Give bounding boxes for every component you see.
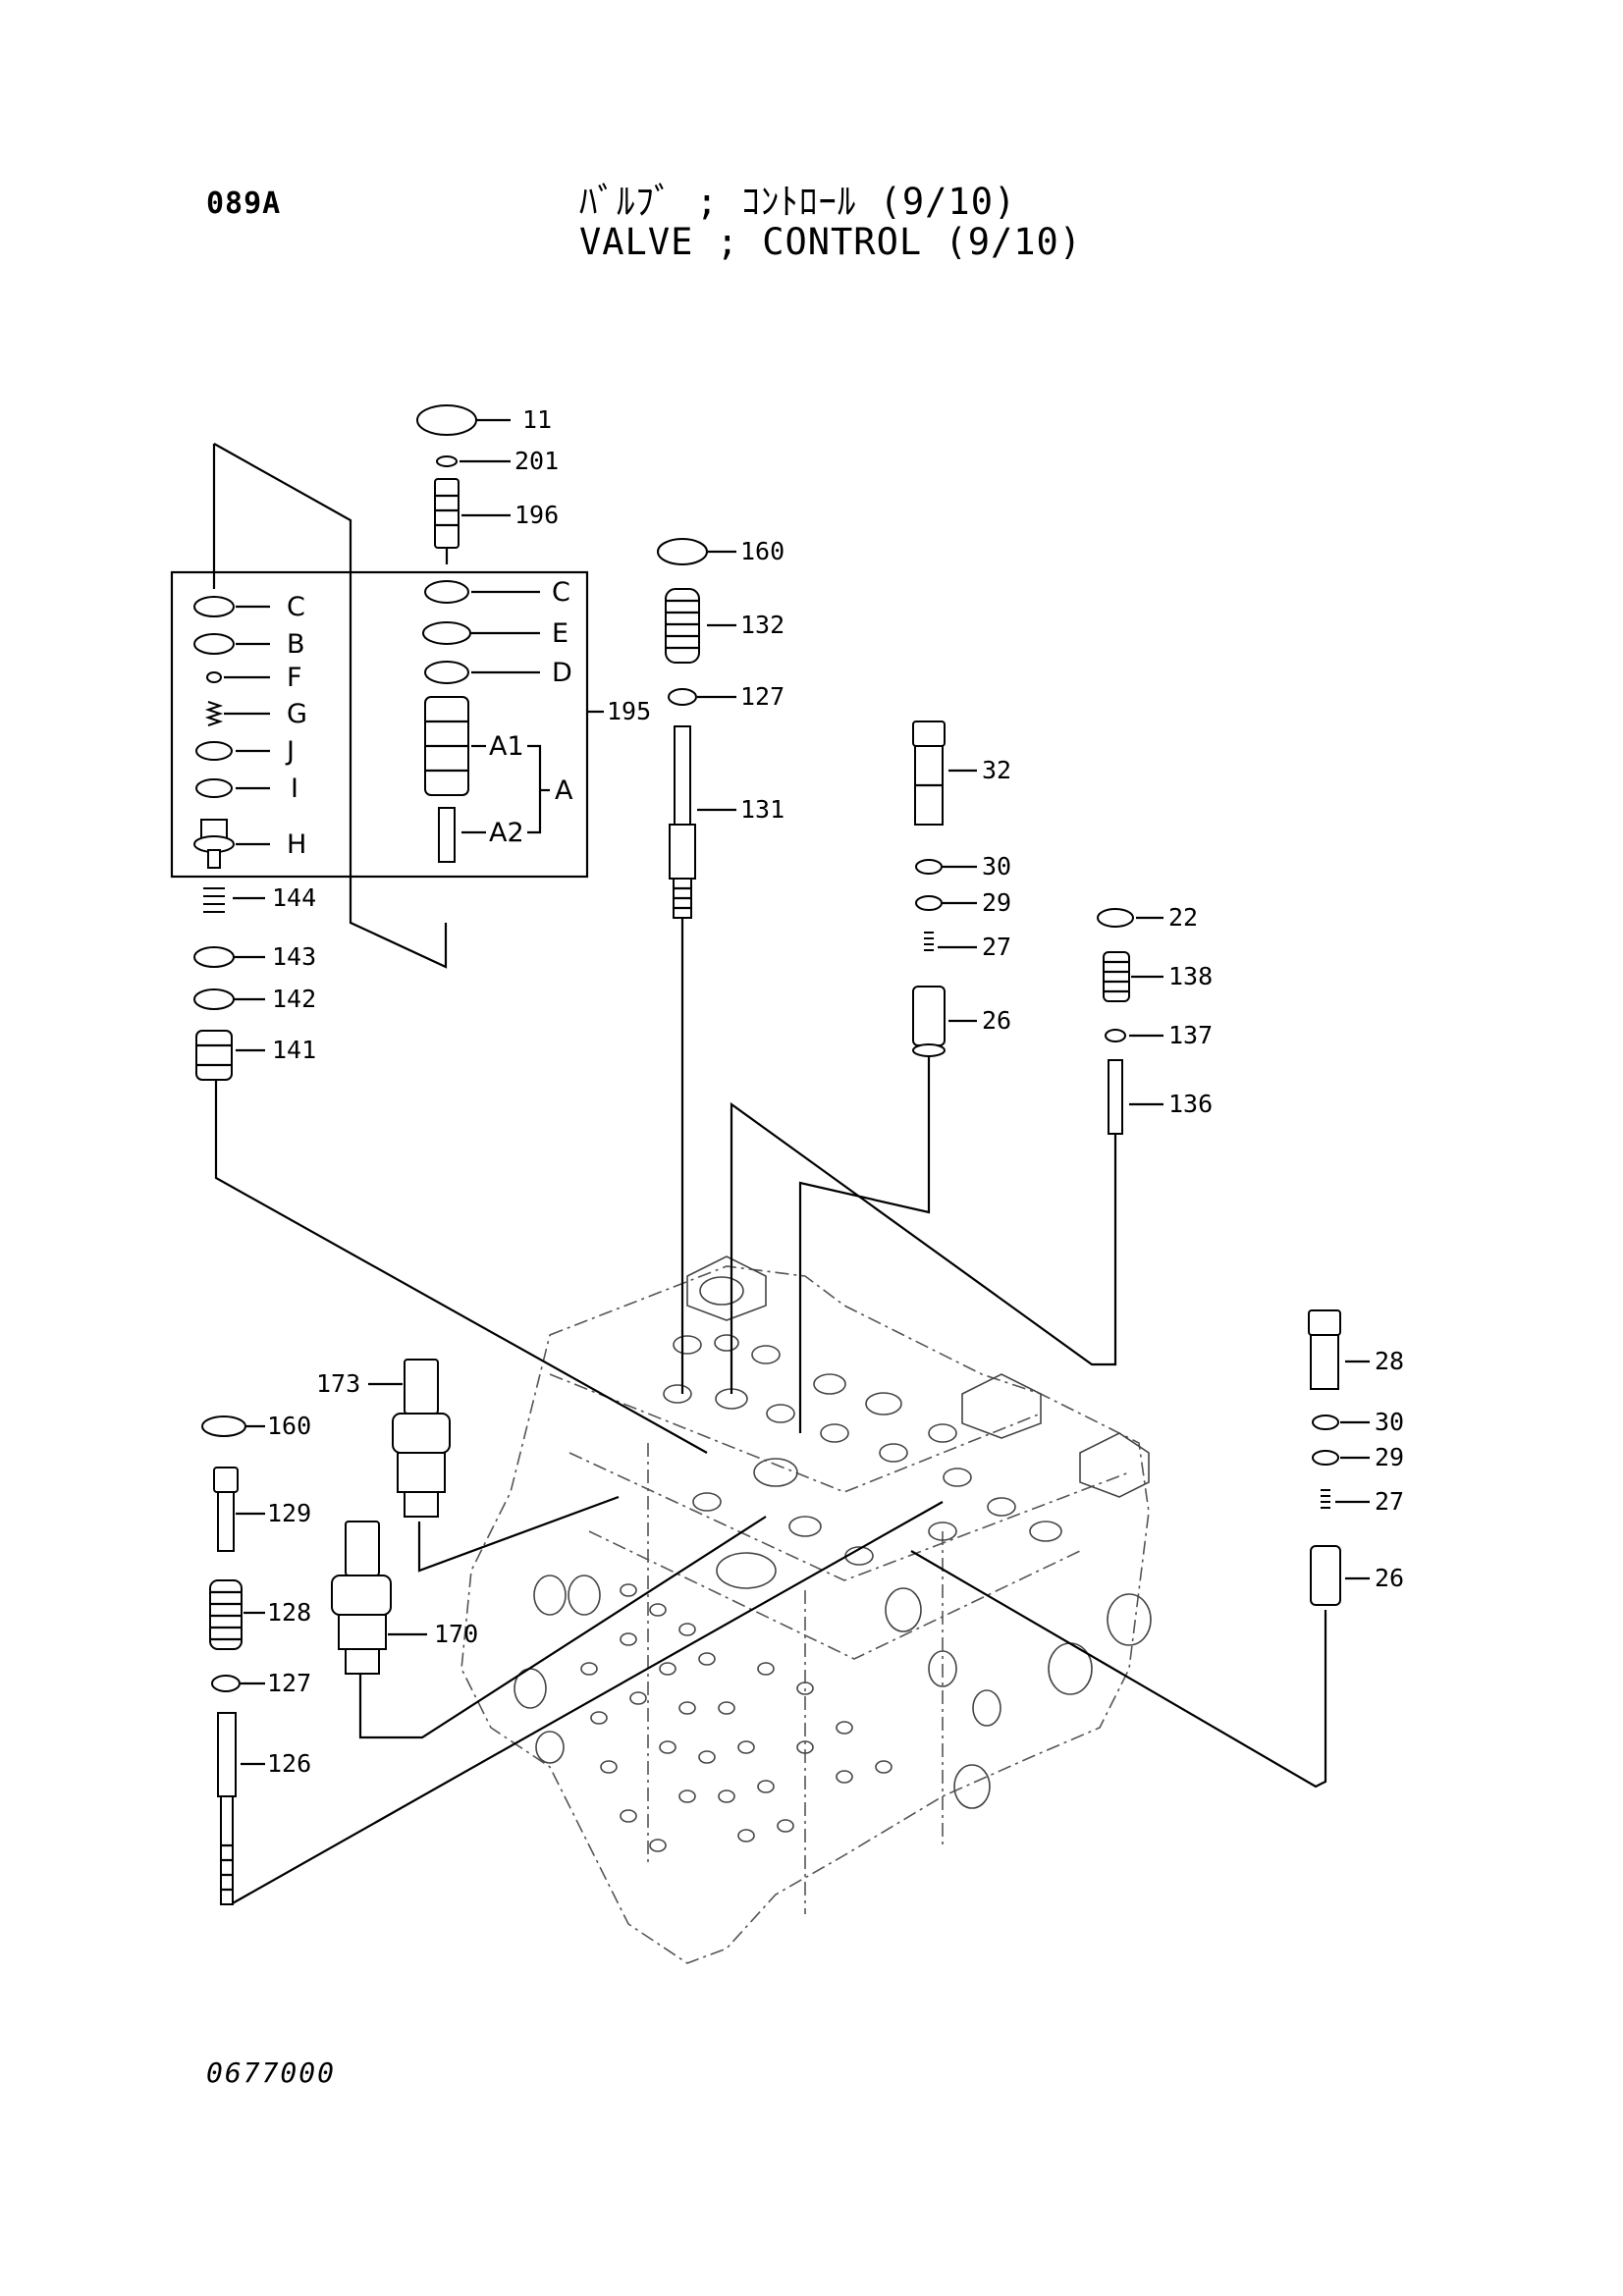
callout-28: 28	[1375, 1347, 1404, 1375]
callout-160-bottom: 160	[267, 1412, 311, 1440]
letter-b: B	[287, 629, 305, 660]
letter-h: H	[287, 829, 306, 860]
callout-30-right: 30	[1375, 1408, 1404, 1436]
letter-c-left: C	[287, 592, 305, 622]
callout-143: 143	[272, 942, 316, 971]
callout-129: 129	[267, 1499, 311, 1527]
drawing-number: 0677000	[206, 2056, 337, 2089]
callout-labels: 11 201 196 195 160 132 127 131 32 30 29 …	[267, 405, 1404, 1778]
callout-196: 196	[514, 501, 559, 529]
letter-g: G	[287, 699, 307, 729]
callout-26-right: 26	[1375, 1564, 1404, 1592]
valve-body	[460, 1255, 1152, 1964]
callout-27-right: 27	[1375, 1487, 1404, 1516]
callout-170: 170	[434, 1620, 478, 1648]
letter-j: J	[285, 736, 295, 767]
title-english: VALVE ; CONTROL (9/10)	[579, 221, 1083, 263]
callout-127-bottom: 127	[267, 1669, 311, 1697]
callout-160-top: 160	[740, 537, 784, 565]
callout-144: 144	[272, 883, 316, 912]
letter-c-right: C	[552, 577, 570, 608]
callout-201: 201	[514, 447, 559, 475]
callout-29-right: 29	[1375, 1443, 1404, 1471]
callout-29-mid: 29	[982, 888, 1011, 917]
kit-letter-labels: C B F G J I H C E D A1 A2 A	[285, 577, 573, 860]
callout-11: 11	[522, 405, 552, 434]
callout-141: 141	[272, 1036, 316, 1064]
callout-30-mid: 30	[982, 852, 1011, 881]
callout-137: 137	[1168, 1021, 1213, 1049]
callout-138: 138	[1168, 962, 1213, 990]
callout-195: 195	[607, 697, 651, 725]
callout-128: 128	[267, 1598, 311, 1627]
letter-a1: A1	[489, 731, 524, 762]
callout-126: 126	[267, 1749, 311, 1778]
callout-26-mid: 26	[982, 1006, 1011, 1035]
letter-d: D	[552, 658, 572, 688]
page-code: 089A	[206, 187, 282, 221]
part-shapes	[193, 404, 1341, 1905]
callout-127-top: 127	[740, 682, 784, 711]
letter-a: A	[555, 775, 573, 806]
letter-a2: A2	[489, 818, 524, 848]
callout-173: 173	[316, 1369, 360, 1398]
leader-lines	[170, 418, 1370, 1905]
callout-142: 142	[272, 985, 316, 1013]
callout-131: 131	[740, 795, 784, 824]
callout-22: 22	[1168, 903, 1198, 932]
callout-132: 132	[740, 611, 784, 639]
callout-32: 32	[982, 756, 1011, 784]
letter-e: E	[552, 618, 568, 649]
letter-i: I	[291, 774, 298, 804]
callout-27-mid: 27	[982, 933, 1011, 961]
letter-f: F	[287, 663, 302, 693]
callout-136: 136	[1168, 1090, 1213, 1118]
title-japanese: ﾊﾞﾙﾌﾞ ; ｺﾝﾄﾛｰﾙ (9/10)	[579, 181, 1017, 223]
